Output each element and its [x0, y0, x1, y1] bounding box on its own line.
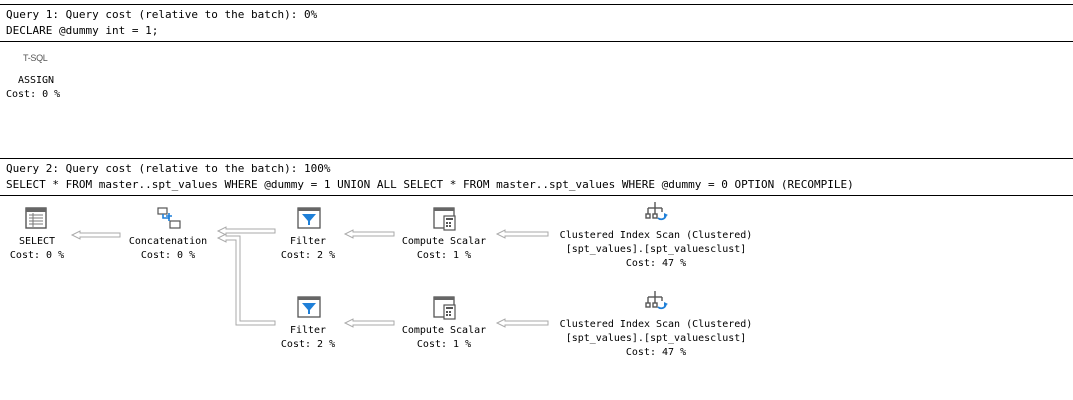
query1-header: Query 1: Query cost (relative to the bat… [6, 8, 318, 21]
arrow-filter2-to-concat [216, 233, 276, 326]
filter-node-1-cost: Cost: 2 % [280, 250, 336, 261]
assign-node-cost: Cost: 0 % [6, 89, 61, 100]
arrow-compute1-to-filter1 [343, 229, 395, 239]
clustered-index-scan-node-2-name: Clustered Index Scan (Clustered) [559, 319, 753, 330]
concatenation-icon [157, 207, 181, 229]
clustered-index-scan-icon [645, 291, 668, 310]
select-result-icon [25, 207, 47, 229]
query2-statement[interactable]: SELECT * FROM master..spt_values WHERE @… [6, 178, 854, 191]
clustered-index-scan-node-2-object: [spt_values].[spt_valuesclust] [565, 333, 747, 344]
filter-node-2-cost: Cost: 2 % [280, 339, 336, 350]
concatenation-node-name: Concatenation [128, 236, 208, 247]
compute-scalar-icon [433, 296, 456, 320]
assign-node-name: ASSIGN [17, 75, 55, 86]
select-node-cost: Cost: 0 % [9, 250, 65, 261]
filter-node-2-name: Filter [289, 325, 327, 336]
arrow-concat-to-select [70, 230, 121, 240]
query1-statement[interactable]: DECLARE @dummy int = 1; [6, 24, 159, 37]
clustered-index-scan-node-1-cost: Cost: 47 % [625, 258, 687, 269]
clustered-index-scan-node-1-name: Clustered Index Scan (Clustered) [559, 230, 753, 241]
arrow-scan1-to-compute1 [495, 229, 549, 239]
filter-node-1-name: Filter [289, 236, 327, 247]
compute-scalar-icon [433, 207, 456, 231]
compute-scalar-node-1-name: Compute Scalar [401, 236, 487, 247]
query2-bottom-separator [0, 195, 1073, 196]
query1-top-separator [0, 4, 1073, 5]
query1-bottom-separator [0, 41, 1073, 42]
clustered-index-scan-icon [645, 202, 668, 221]
compute-scalar-node-2-cost: Cost: 1 % [416, 339, 472, 350]
tsql-assign-icon: T-SQL [23, 53, 48, 63]
query2-top-separator [0, 158, 1073, 159]
select-node-name: SELECT [18, 236, 56, 247]
compute-scalar-node-2-name: Compute Scalar [401, 325, 487, 336]
arrow-compute2-to-filter2 [343, 318, 395, 328]
concatenation-node-cost: Cost: 0 % [140, 250, 196, 261]
arrow-scan2-to-compute2 [495, 318, 549, 328]
query2-header: Query 2: Query cost (relative to the bat… [6, 162, 331, 175]
clustered-index-scan-node-1-object: [spt_values].[spt_valuesclust] [565, 244, 747, 255]
clustered-index-scan-node-2-cost: Cost: 47 % [625, 347, 687, 358]
filter-funnel-icon [297, 296, 321, 318]
compute-scalar-node-1-cost: Cost: 1 % [416, 250, 472, 261]
filter-funnel-icon [297, 207, 321, 229]
arrow-filter1-to-concat [216, 226, 276, 236]
